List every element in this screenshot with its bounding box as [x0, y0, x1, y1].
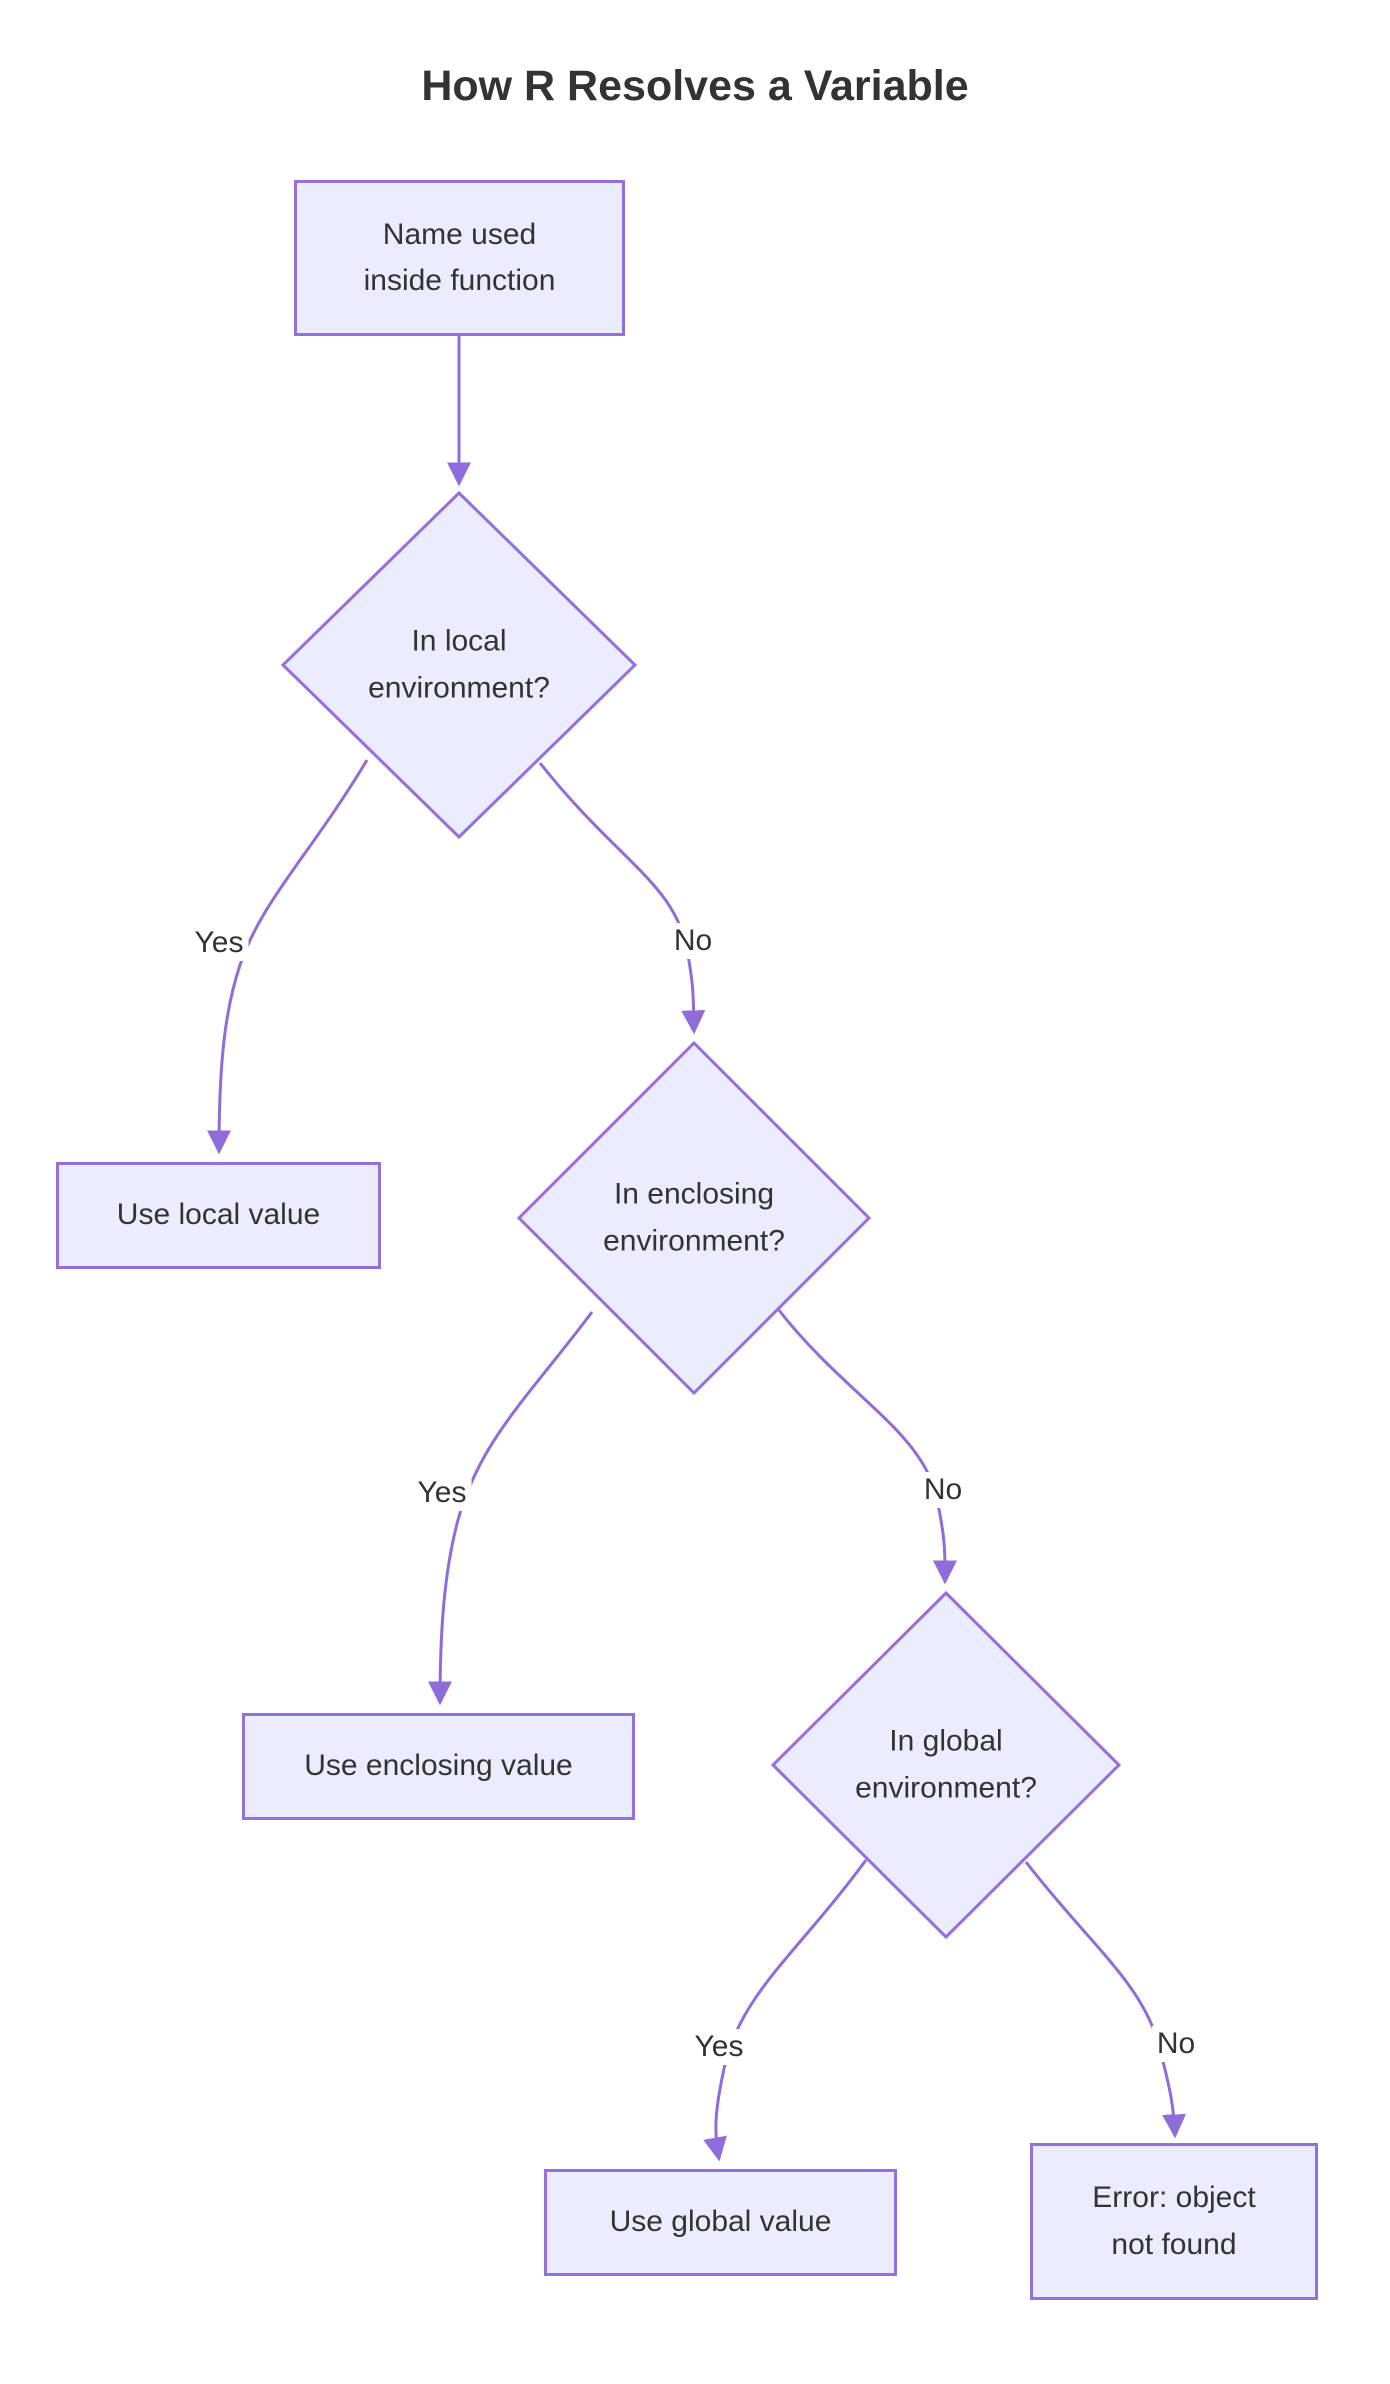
- edge-label-global-no: No: [1151, 2026, 1201, 2062]
- node-use-global-value: Use global value: [544, 2169, 897, 2276]
- node-use-local-value: Use local value: [56, 1162, 381, 1269]
- node-label: Error: object not found: [1092, 2181, 1256, 2261]
- edge-label-local-yes: Yes: [189, 925, 249, 961]
- decision-global-env-diamond: [770, 1590, 1122, 1940]
- edge-label-local-no: No: [668, 923, 718, 959]
- edge-local-yes: [207, 759, 369, 1155]
- node-name-used-inside-function: Name used inside function: [294, 180, 625, 336]
- node-use-enclosing-value: Use enclosing value: [242, 1713, 635, 1820]
- edge-global-yes: [703, 1859, 868, 2162]
- diagram-title: How R Resolves a Variable: [421, 62, 969, 110]
- edge-enclosing-yes: [428, 1311, 594, 1706]
- node-label: Use local value: [116, 1198, 321, 1232]
- edge-enclosing-no: [776, 1308, 958, 1585]
- edge-label-global-yes: Yes: [689, 2029, 749, 2065]
- node-label: Use enclosing value: [304, 1749, 573, 1783]
- edge-label-enclosing-yes: Yes: [412, 1475, 472, 1511]
- edge-label-enclosing-no: No: [918, 1472, 968, 1508]
- node-label: Use global value: [609, 2205, 832, 2239]
- decision-enclosing-env-diamond: [516, 1040, 872, 1396]
- node-error-object-not-found: Error: object not found: [1030, 2143, 1318, 2300]
- node-label: Name used inside function: [363, 217, 556, 298]
- edge-global-no: [1024, 1861, 1187, 2139]
- decision-local-env-diamond: [280, 490, 638, 840]
- edge-local-no: [538, 762, 706, 1035]
